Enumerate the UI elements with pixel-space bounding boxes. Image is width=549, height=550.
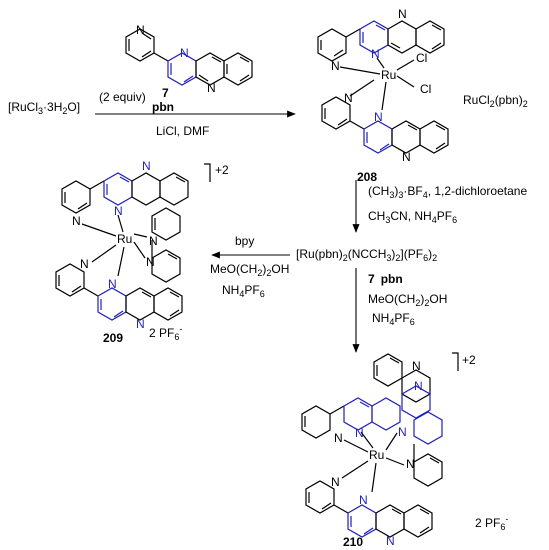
pbn-ligand-structure: N N N xyxy=(125,23,253,95)
atom-n-label: N xyxy=(142,159,151,173)
complex-210-number: 210 xyxy=(343,535,363,549)
atom-n-label: N xyxy=(374,110,383,124)
atom-n-label: N xyxy=(146,255,155,269)
atom-n-label: N xyxy=(114,204,123,218)
complex-208-formula: RuCl2(pbn)2 xyxy=(463,93,528,109)
complex-210-counterion: 2 PF6- xyxy=(475,514,508,532)
atom-n-label: N xyxy=(207,81,216,95)
atom-n-label: N xyxy=(414,379,423,393)
ligand-name-label: pbn xyxy=(152,100,174,114)
atom-n-label: N xyxy=(331,475,340,489)
complex-209-structure: N N N N N Ru N N N xyxy=(55,159,211,331)
ru-center-210: Ru xyxy=(369,448,384,462)
atom-n-label: N xyxy=(149,234,158,248)
intermediate-complex: [Ru(pbn)2(NCCH3)2](PF6)2 xyxy=(296,247,437,263)
ru-center-208: Ru xyxy=(381,68,396,82)
left-solvent: MeO(CH2)2OH xyxy=(210,262,289,278)
step2-conditions-line1: (CH3)3·BF4, 1,2-dichloroetane xyxy=(368,184,527,200)
complex-209-charge: +2 xyxy=(215,163,229,177)
complex-208-structure: N N N Ru Cl Cl N N N xyxy=(317,7,449,164)
atom-n-label: N xyxy=(371,47,380,61)
atom-n-label: N xyxy=(398,7,407,21)
right-solvent: MeO(CH2)2OH xyxy=(368,292,447,308)
atom-n-label: N xyxy=(180,46,189,60)
complex-209-counterion: 2 PF6- xyxy=(149,324,182,342)
atom-n-label: N xyxy=(398,425,407,439)
ligand-number-label: 7 xyxy=(162,86,169,100)
atom-n-label: N xyxy=(136,23,145,37)
atom-n-label: N xyxy=(108,277,117,291)
atom-n-label: N xyxy=(386,534,395,548)
complex-208-number: 208 xyxy=(357,170,377,184)
complex-210-charge: +2 xyxy=(462,353,476,367)
atom-n-label: N xyxy=(80,257,89,271)
ligand-equiv-label: (2 equiv) xyxy=(99,90,146,104)
ru-center-209: Ru xyxy=(117,232,132,246)
atom-n-label: N xyxy=(406,457,415,471)
atom-n-label: N xyxy=(355,426,364,440)
step1-conditions: LiCl, DMF xyxy=(156,124,209,138)
atom-n-label: N xyxy=(344,91,353,105)
atom-n-label: N xyxy=(402,150,411,164)
chloride-ligand-1: Cl xyxy=(416,51,427,65)
atom-n-label: N xyxy=(72,214,81,228)
complex-209-number: 209 xyxy=(103,331,123,345)
atom-n-label: N xyxy=(334,431,343,445)
left-salt: NH4PF6 xyxy=(222,283,265,299)
right-salt: NH4PF6 xyxy=(372,311,415,327)
step2-conditions-line2: CH3CN, NH4PF6 xyxy=(368,209,457,225)
atom-n-label: N xyxy=(359,493,368,507)
starting-material: [RuCl3·3H2O] xyxy=(8,100,80,116)
atom-n-label: N xyxy=(331,59,340,73)
bpy-reagent: bpy xyxy=(235,234,254,248)
atom-n-label: N xyxy=(412,359,421,373)
chloride-ligand-2: Cl xyxy=(420,82,431,96)
complex-210-structure: N N N N N N Ru N N xyxy=(301,352,459,548)
atom-n-label: N xyxy=(136,317,145,331)
